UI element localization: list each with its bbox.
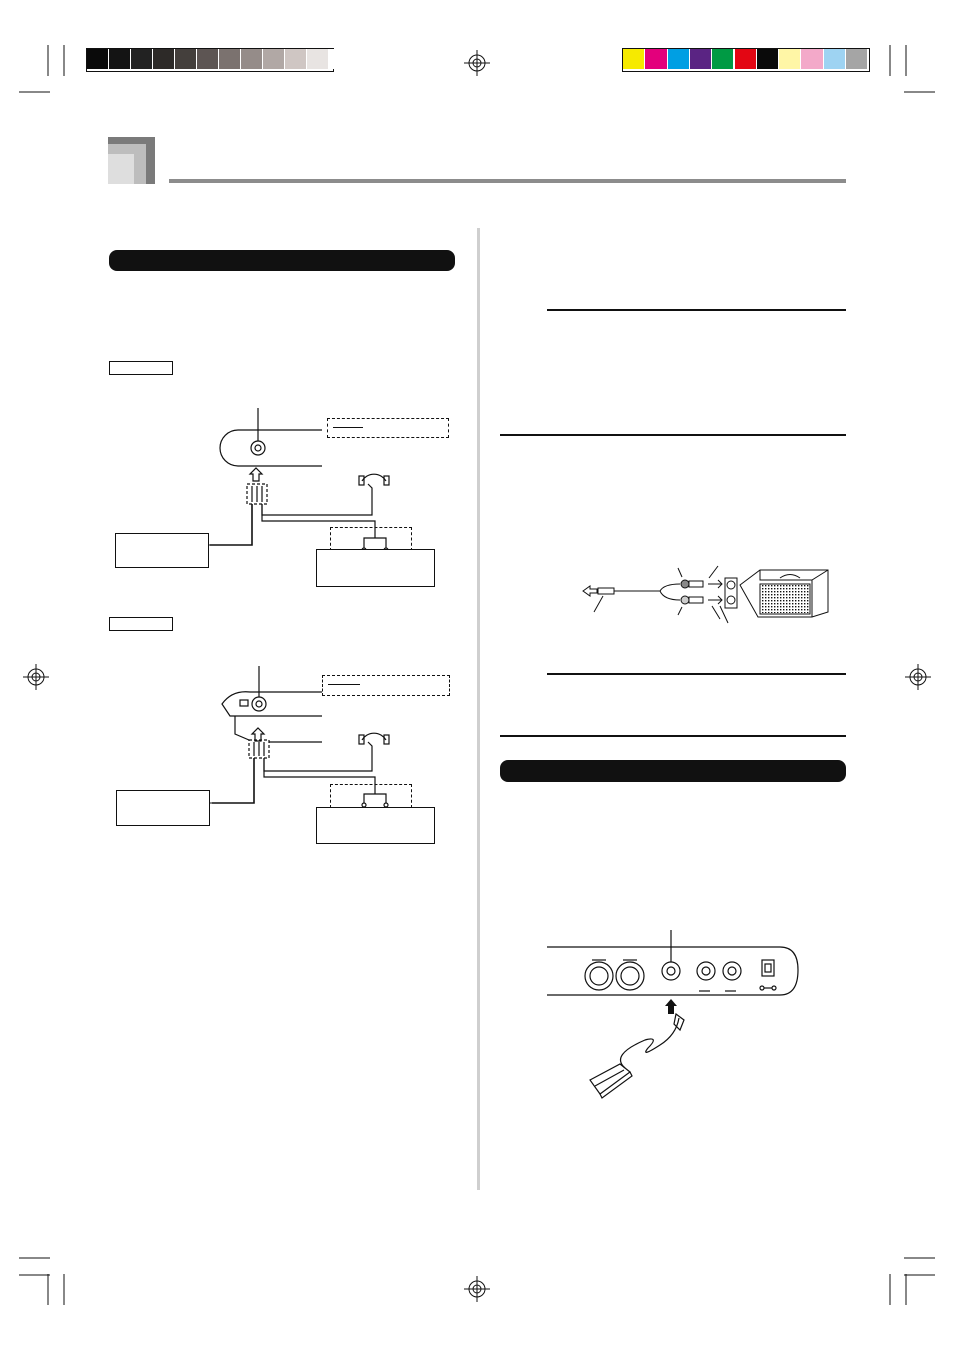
- color-swatch: [823, 49, 845, 69]
- note-rule-2: [547, 673, 846, 675]
- color-bar: [622, 48, 870, 72]
- note-rule-1: [547, 309, 846, 311]
- color-swatch: [779, 49, 801, 69]
- color-swatch: [307, 49, 328, 69]
- color-swatch: [712, 49, 734, 69]
- color-swatch: [756, 49, 779, 69]
- color-swatch: [645, 49, 667, 69]
- color-swatch: [285, 49, 306, 69]
- section-heading-bar-left: [109, 250, 455, 271]
- color-swatch: [667, 49, 689, 69]
- header-block-light: [108, 154, 134, 184]
- amplifier-box-2: [316, 807, 435, 844]
- jack-label-box-1: [327, 418, 449, 438]
- color-swatch: [197, 49, 218, 69]
- audio-source-box-2: [116, 790, 210, 826]
- color-swatch: [219, 49, 240, 69]
- color-swatch: [734, 49, 756, 69]
- color-swatch: [241, 49, 262, 69]
- color-swatch: [131, 49, 152, 69]
- model-tag-1: [109, 361, 173, 375]
- color-swatch: [109, 49, 130, 69]
- section-heading-bar-right: [500, 760, 846, 782]
- color-swatch: [175, 49, 196, 69]
- column-divider: [477, 228, 480, 1190]
- header-rule: [169, 179, 846, 183]
- color-swatch: [153, 49, 174, 69]
- color-swatch: [801, 49, 823, 69]
- color-swatch: [846, 49, 868, 69]
- color-swatch: [263, 49, 284, 69]
- model-tag-2: [109, 617, 173, 631]
- section-rule-2: [500, 735, 846, 737]
- amplifier-box-1: [316, 549, 435, 587]
- audio-source-box-1: [115, 533, 209, 568]
- color-swatch: [87, 49, 108, 69]
- jack-label-underline-1: [333, 427, 363, 428]
- color-swatch: [689, 49, 712, 69]
- section-rule-1: [500, 434, 846, 436]
- jack-label-box-2: [322, 675, 450, 696]
- jack-label-underline-2: [328, 684, 360, 685]
- color-swatch: [329, 49, 350, 69]
- color-swatch: [623, 49, 645, 69]
